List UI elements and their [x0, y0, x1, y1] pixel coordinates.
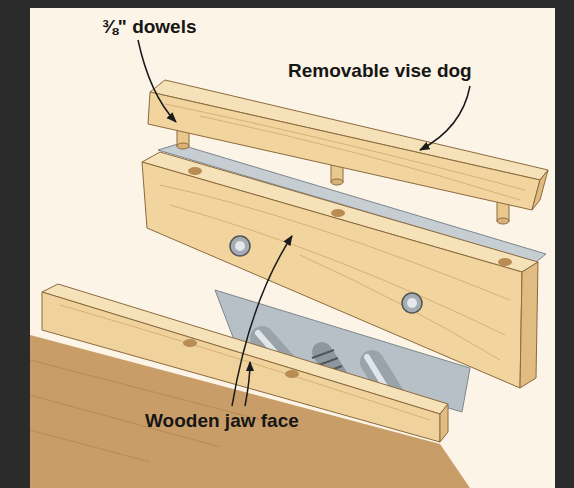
bench-jaw-end [440, 404, 448, 442]
wood-grain [165, 104, 525, 200]
dowel-end [331, 179, 343, 185]
dowel-hole [188, 167, 202, 175]
bolt-head [407, 298, 417, 308]
jaw-end-face [520, 262, 538, 388]
dowel-end [497, 218, 509, 224]
jaw-front-face [142, 162, 522, 388]
dog-end-face [532, 170, 548, 210]
leader-line [138, 40, 176, 122]
leader-line [245, 362, 250, 406]
bolt-hole [402, 293, 422, 313]
dog-hole [183, 339, 197, 347]
dowel-end [177, 143, 189, 149]
leader-line [232, 236, 292, 406]
dog-front-face [148, 92, 540, 210]
leader-line [420, 86, 470, 150]
bolt-hole [230, 236, 250, 256]
bolt-head [235, 241, 245, 251]
background [30, 8, 555, 488]
part-label: Wooden jaw face [143, 410, 301, 432]
dowel-hole [331, 209, 345, 217]
part-label: Removable vise dog [286, 60, 474, 82]
dowel-hole [498, 258, 512, 266]
wood-grain [160, 185, 510, 360]
part-label: ⅜" dowels [100, 16, 199, 38]
dog-hole [285, 370, 299, 378]
